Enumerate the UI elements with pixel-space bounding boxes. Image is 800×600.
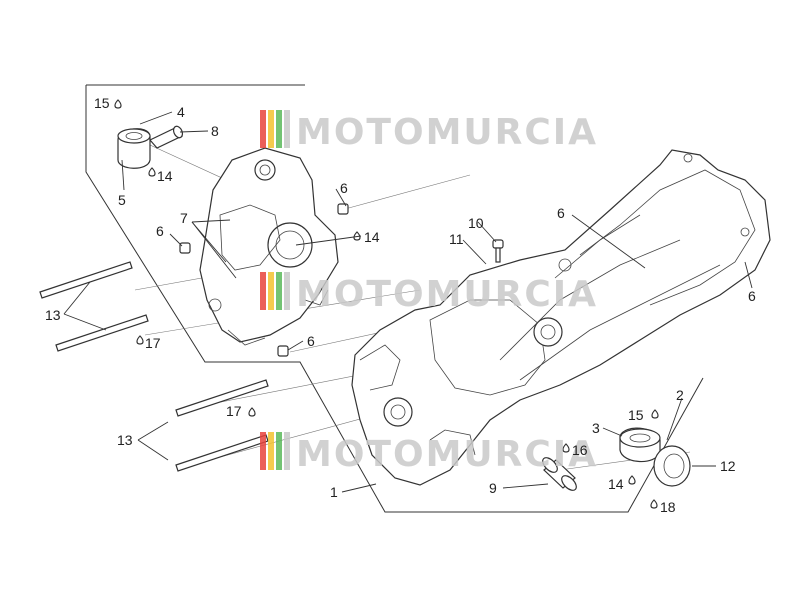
callout-13: 13 [45,307,61,323]
callout-14: 14 [157,168,173,184]
watermark-text: MOTOMURCIA [296,434,598,475]
left-crankcase-half [199,147,339,346]
bearing-upper [117,128,151,169]
watermark-3: MOTOMURCIA [260,432,598,475]
wm-stripe-gray [284,272,290,310]
watermark-text: MOTOMURCIA [296,274,598,315]
dowel-pin-8 [149,125,184,149]
wm-stripe-red [260,432,266,470]
screw-10 [492,239,504,263]
callout-17: 17 [145,335,161,351]
callout-16: 16 [572,442,588,458]
wm-stripe-gray [284,110,290,148]
dowel-6-b [179,242,191,254]
group-frame [85,84,704,513]
callout-14: 14 [608,476,624,492]
callout-15: 15 [94,95,110,111]
callout-11: 11 [449,231,464,247]
wm-stripe-red [260,272,266,310]
callout-14: 14 [364,229,380,245]
callout-15: 15 [628,407,644,423]
callout-labels: 15 4 8 14 5 6 7 6 14 13 17 6 10 11 6 6 1… [45,95,756,515]
callout-18: 18 [660,499,676,515]
watermark-1: MOTOMURCIA [260,110,598,153]
wm-stripe-red [260,110,266,148]
callout-5: 5 [118,192,126,208]
wm-stripe-green [276,110,282,148]
wm-stripe-yellow [268,272,274,310]
callout-3: 3 [592,420,600,436]
stud-13-a [39,261,133,299]
callout-6: 6 [557,205,565,221]
dowel-6-c [277,345,289,357]
callout-9: 9 [489,480,497,496]
oil-seal-12 [653,445,691,487]
watermark-text: MOTOMURCIA [296,112,598,153]
sealant-drops [114,99,659,509]
dowel-6-a [337,203,349,215]
wm-stripe-yellow [268,432,274,470]
callout-6: 6 [340,180,348,196]
stud-13-d [175,434,269,472]
stud-13-c [175,379,269,417]
wm-stripe-gray [284,432,290,470]
callout-6: 6 [307,333,315,349]
callout-1: 1 [330,484,338,500]
main-crankcase-half [351,149,771,486]
wm-stripe-green [276,272,282,310]
callout-4: 4 [177,104,185,120]
bearing-3 [619,427,661,463]
stud-13-b [55,314,149,352]
watermark: MOTOMURCIA MOTOMURCIA MOTOMURCIA [260,110,598,475]
callout-13: 13 [117,432,133,448]
leader-lines [63,111,753,493]
callout-8: 8 [211,123,219,139]
callout-2: 2 [676,387,684,403]
wm-stripe-yellow [268,110,274,148]
callout-6: 6 [156,223,164,239]
callout-7: 7 [180,210,188,226]
wm-stripe-green [276,432,282,470]
callout-17: 17 [226,403,242,419]
watermark-2: MOTOMURCIA [260,272,598,315]
bushing-9 [542,457,577,491]
callout-12: 12 [720,458,736,474]
callout-6: 6 [748,288,756,304]
callout-10: 10 [468,215,484,231]
